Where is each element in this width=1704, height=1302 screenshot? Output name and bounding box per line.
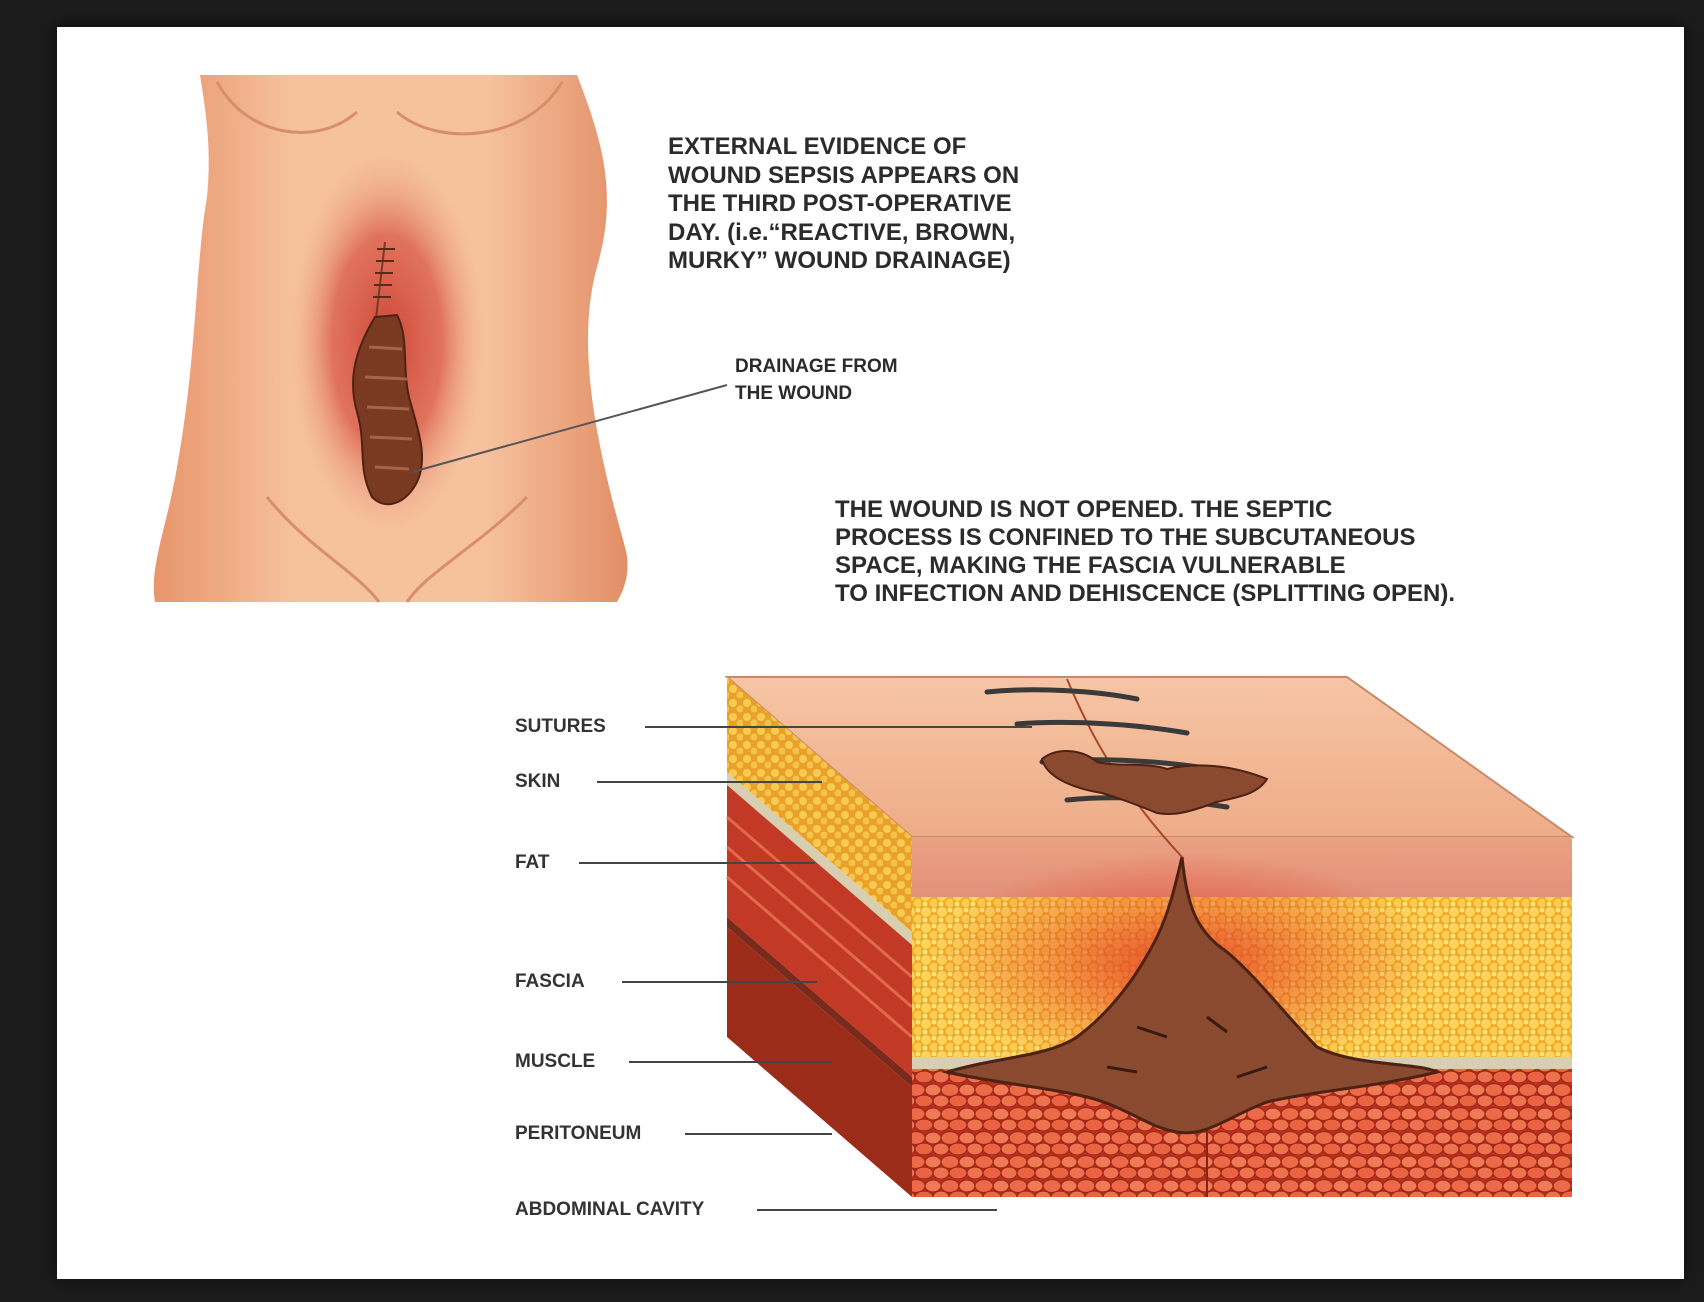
fascia-side-face (727, 772, 912, 945)
external-evidence-caption: EXTERNAL EVIDENCE OF WOUND SEPSIS APPEAR… (668, 133, 1019, 276)
caption-line: MURKY” WOUND DRAINAGE) (668, 247, 1011, 274)
wound-not-opened-caption: THE WOUND IS NOT OPENED. THE SEPTIC PROC… (835, 496, 1455, 608)
caption-line: THE THIRD POST-OPERATIVE (668, 190, 1012, 217)
surface-drainage (1040, 750, 1269, 815)
label-skin: SKIN (515, 771, 561, 792)
torso-wound (352, 313, 424, 506)
caption-line: SPACE, MAKING THE FASCIA VULNERABLE (835, 552, 1346, 579)
caption-line: THE WOUND (735, 383, 853, 404)
peritoneum-side-face (727, 917, 912, 1087)
caption-line: EXTERNAL EVIDENCE OF (668, 133, 967, 160)
tissue-cross-section (724, 676, 1576, 1197)
layer-leader-lines (579, 726, 1032, 1211)
label-sutures: SUTURES (515, 716, 606, 737)
septic-pocket (941, 856, 1442, 1135)
label-muscle: MUSCLE (515, 1051, 596, 1072)
label-fascia: FASCIA (515, 971, 585, 992)
caption-line: THE WOUND IS NOT OPENED. THE SEPTIC (835, 496, 1333, 523)
label-abdominal-cavity: ABDOMINAL CAVITY (515, 1199, 705, 1220)
caption-line: WOUND SEPSIS APPEARS ON (668, 161, 1020, 189)
torso-illustration (153, 75, 628, 603)
caption-line: PROCESS IS CONFINED TO THE SUBCUTANEOUS (835, 524, 1416, 551)
caption-line: DRAINAGE FROM (735, 356, 898, 377)
label-peritoneum: PERITONEUM (515, 1123, 642, 1144)
wound-sepsis-illustration (153, 75, 1576, 1211)
fat-side-face (727, 677, 912, 932)
caption-line: TO INFECTION AND DEHISCENCE (SPLITTING O… (835, 580, 1456, 607)
label-fat: FAT (515, 852, 550, 873)
caption-line: DAY. (i.e.“REACTIVE, BROWN, (668, 218, 1016, 246)
drainage-caption: DRAINAGE FROM THE WOUND (735, 353, 898, 407)
illustration-frame: EXTERNAL EVIDENCE OF WOUND SEPSIS APPEAR… (57, 27, 1684, 1279)
drainage-leader-line (411, 384, 728, 473)
